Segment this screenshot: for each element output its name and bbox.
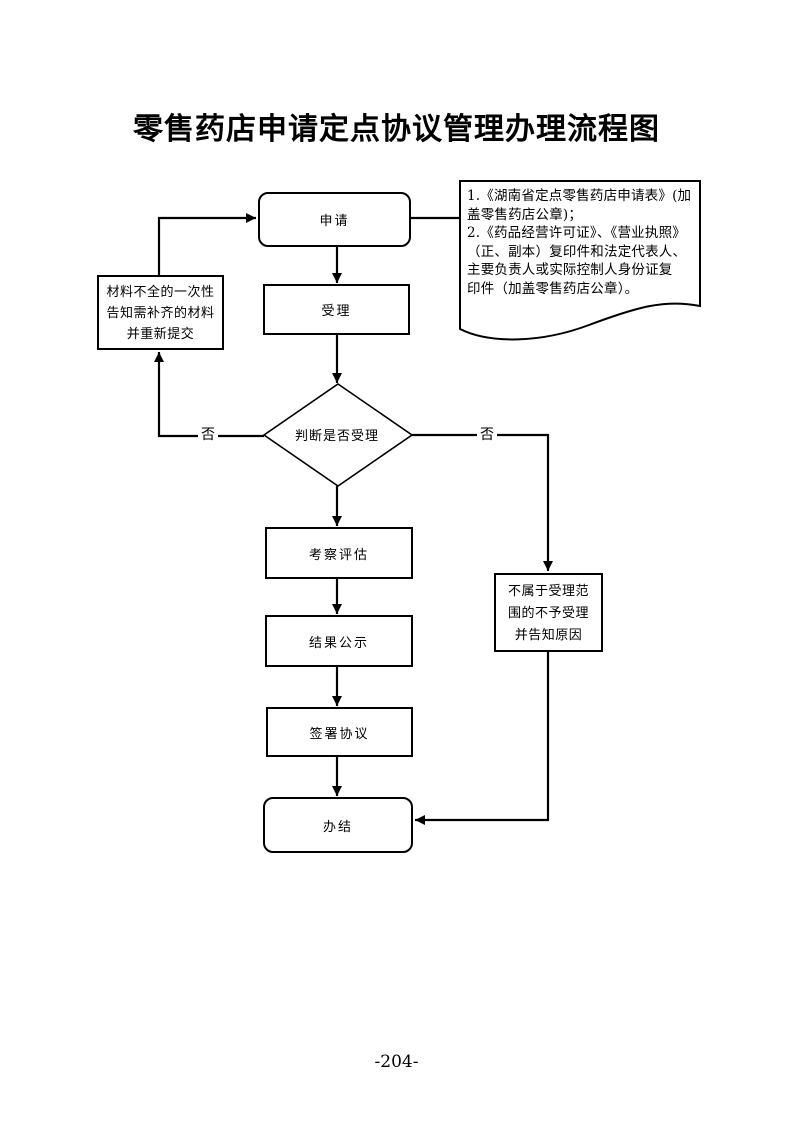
page-title: 零售药店申请定点协议管理办理流程图 bbox=[133, 112, 660, 147]
incomplete-notice-line: 并重新提交 bbox=[126, 327, 195, 342]
flow-node-finish: 办结 bbox=[263, 797, 413, 853]
flow-node-sign-agreement: 签署协议 bbox=[266, 707, 413, 757]
flow-node-decision-label: 判断是否受理 bbox=[294, 429, 379, 444]
materials-note-line: 印件（加盖零售药店公章）。 bbox=[467, 280, 639, 297]
edge-label-no-right: 否 bbox=[477, 427, 497, 444]
flow-node-sign-agreement-label: 签署协议 bbox=[309, 726, 370, 742]
flow-node-finish-label: 办结 bbox=[322, 819, 353, 835]
flow-node-publicity-label: 结果公示 bbox=[308, 635, 369, 651]
flow-node-accept: 受理 bbox=[263, 284, 410, 335]
not-accepted-line: 不属于受理范 bbox=[507, 584, 589, 599]
flow-node-apply: 申请 bbox=[258, 192, 411, 247]
connector-decision-no-right bbox=[412, 433, 553, 571]
materials-note-line: 主要负责人或实际控制人身份证复 bbox=[467, 262, 673, 278]
flow-node-evaluation: 考察评估 bbox=[265, 527, 413, 579]
flow-node-apply-label: 申请 bbox=[319, 214, 350, 229]
edge-label-no-left: 否 bbox=[198, 427, 218, 444]
flow-node-publicity: 结果公示 bbox=[265, 615, 413, 667]
materials-note-line: 盖零售药店公章)； bbox=[467, 206, 583, 223]
materials-note-line: 2.《药品经营许可证》、《营业执照》 bbox=[467, 225, 686, 241]
materials-note-line: （正、副本）复印件和法定代表人、 bbox=[467, 243, 687, 260]
connector-decision-no-left bbox=[154, 352, 264, 438]
materials-note-shape bbox=[459, 180, 701, 341]
incomplete-notice-line: 告知需补齐的材料 bbox=[106, 306, 215, 321]
flow-node-incomplete-notice: 材料不全的一次性 告知需补齐的材料 并重新提交 bbox=[97, 275, 224, 350]
flow-node-not-accepted: 不属于受理范 围的不予受理 并告知原因 bbox=[494, 573, 603, 652]
connector-not-accepted-to-finish bbox=[415, 652, 550, 825]
flow-node-evaluation-label: 考察评估 bbox=[308, 547, 369, 563]
page-number: -204- bbox=[374, 1052, 419, 1072]
flow-node-accept-label: 受理 bbox=[321, 304, 352, 319]
connector-notice-to-apply bbox=[157, 213, 256, 275]
materials-note-text: 1.《湖南省定点零售药店申请表》(加 盖零售药店公章)； 2.《药品经营许可证》… bbox=[467, 187, 695, 298]
incomplete-notice-line: 材料不全的一次性 bbox=[106, 285, 215, 300]
not-accepted-line: 围的不予受理 bbox=[507, 606, 589, 621]
materials-note-line: 1.《湖南省定点零售药店申请表》(加 bbox=[467, 188, 692, 204]
not-accepted-line: 并告知原因 bbox=[514, 628, 583, 643]
